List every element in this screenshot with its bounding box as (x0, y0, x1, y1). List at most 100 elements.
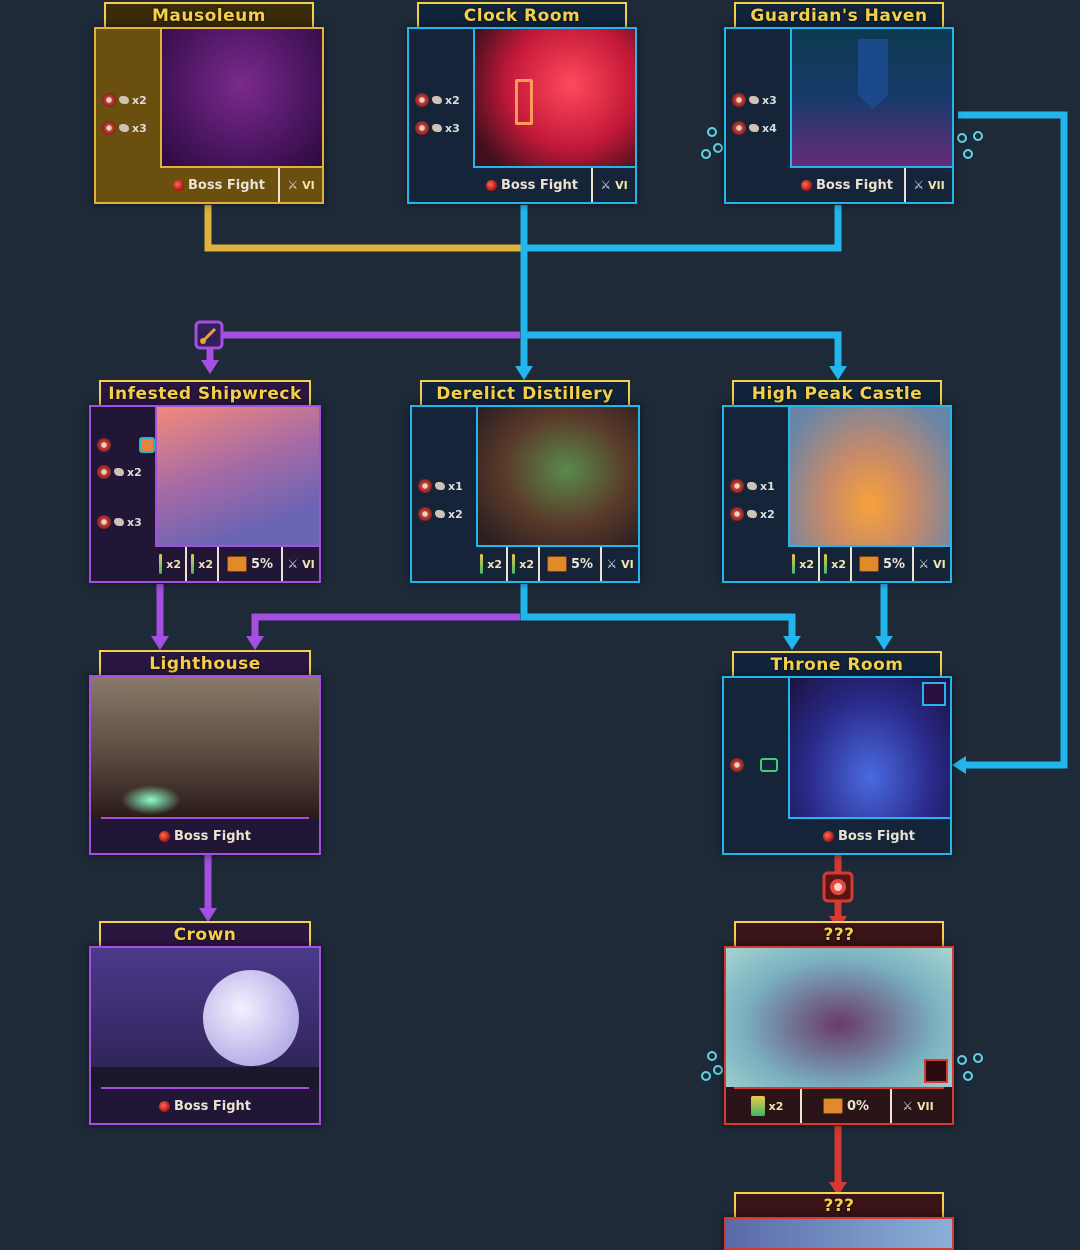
biome-art (91, 948, 319, 1089)
loot-cell: 5% (852, 547, 914, 581)
chest-icon (226, 556, 247, 572)
mod-row: x2 (415, 93, 460, 107)
biome-frame: Boss Fight (89, 675, 321, 855)
tier-cell: ⚔VI (287, 557, 315, 571)
cell-icon (119, 124, 129, 132)
path-distillery-to-throne (520, 584, 796, 638)
curse-icon (97, 515, 111, 529)
biome-footer: Boss Fight ⚔VI (160, 166, 322, 202)
biome-card-throne-room[interactable]: Throne Room Boss Fight (722, 651, 952, 855)
biome-footer: Boss Fight (101, 817, 309, 853)
modifier-column: x2 x3 (91, 407, 157, 547)
biome-card-unknown-1[interactable]: ??? x2 0% ⚔VII (724, 921, 954, 1125)
loot-cell: 5% (540, 547, 602, 581)
cell-icon (432, 124, 442, 132)
cell-icon (747, 510, 757, 518)
biome-card-unknown-2[interactable]: ??? (724, 1192, 954, 1250)
biome-card-lighthouse[interactable]: Lighthouse Boss Fight (89, 650, 321, 855)
scroll-icon (792, 554, 796, 574)
moon-icon (203, 970, 299, 1066)
path-guardians-to-throne (958, 111, 1068, 769)
biome-title: Mausoleum (104, 2, 314, 29)
path-to-highpeak (524, 331, 842, 368)
mod-row: x2 (97, 465, 142, 479)
scroll-icon (159, 554, 163, 574)
biome-footer: x2 x2 5% ⚔VI (476, 545, 638, 581)
blade-icon: ⚔ (287, 178, 299, 192)
biome-frame: x3 x4 Boss Fight ⚔VII (724, 27, 954, 204)
cell-icon (435, 510, 445, 518)
chest-icon (822, 1098, 843, 1114)
rune-icon (194, 320, 224, 350)
scroll-icon (480, 554, 484, 574)
mod-row (730, 758, 778, 772)
biome-card-crown[interactable]: Crown Boss Fight (89, 921, 321, 1125)
loot-cell: 0% (802, 1089, 892, 1123)
curse-icon (415, 93, 429, 107)
biome-title: Clock Room (417, 2, 627, 29)
curse-icon (102, 93, 116, 107)
biome-card-high-peak-castle[interactable]: High Peak Castle x1 x2 x2 x2 5% ⚔VI (722, 380, 952, 583)
biome-card-mausoleum[interactable]: Mausoleum x2 x3 Boss Fight ⚔VI (94, 2, 324, 204)
blade-icon: ⚔ (287, 557, 299, 571)
cell-icon (114, 468, 124, 476)
biome-art (790, 407, 950, 547)
biome-art (478, 407, 638, 547)
scroll-icon (824, 554, 828, 574)
biome-footer: Boss Fight ⚔VII (790, 166, 952, 202)
path-mausoleum-down (204, 205, 524, 252)
biome-footer: x2 x2 5% ⚔VI (155, 545, 319, 581)
curse-icon (102, 121, 116, 135)
biome-footer: x2 x2 5% ⚔VI (788, 545, 950, 581)
cell-icon (747, 482, 757, 490)
biome-title: Lighthouse (99, 650, 311, 677)
mod-row: x3 (97, 515, 142, 529)
curse-icon (418, 479, 432, 493)
mod-row: x2 (418, 507, 463, 521)
biome-frame: x2 x3 Boss Fight ⚔VI (407, 27, 637, 204)
modifier-column: x1 x2 (412, 407, 478, 547)
boss-fight-label: Boss Fight (101, 1089, 309, 1123)
scroll-icon (191, 554, 195, 574)
biome-card-clock-room[interactable]: Clock Room x2 x3 Boss Fight ⚔VI (407, 2, 637, 204)
curse-icon (730, 507, 744, 521)
tier-cell: ⚔VI (606, 557, 634, 571)
mod-row: x3 (102, 121, 147, 135)
scroll-icon (750, 1096, 765, 1116)
scroll-cell: x2 (788, 547, 820, 581)
curse-icon (730, 479, 744, 493)
modifier-column: x1 x2 (724, 407, 790, 547)
mod-row (97, 437, 155, 453)
path-to-shipwreck (206, 331, 520, 360)
boss-fight-label: Boss Fight (790, 168, 906, 202)
scroll-icon (512, 554, 516, 574)
biome-art (162, 29, 322, 168)
blade-icon: ⚔ (606, 557, 618, 571)
blade-icon: ⚔ (913, 178, 925, 192)
biome-title: Guardian's Haven (734, 2, 944, 29)
tier-cell: ⚔VI (600, 178, 628, 192)
tier-cell: ⚔VII (913, 178, 945, 192)
modifier-column: x2 x3 (409, 29, 475, 168)
blade-icon: ⚔ (918, 557, 930, 571)
biome-card-guardians-haven[interactable]: Guardian's Haven x3 x4 Boss Fight ⚔VII (724, 2, 954, 204)
biome-card-derelict-distillery[interactable]: Derelict Distillery x1 x2 x2 x2 5% ⚔VI (410, 380, 640, 583)
biome-frame: x1 x2 x2 x2 5% ⚔VI (410, 405, 640, 583)
scroll-cell: x2 (155, 547, 187, 581)
curse-icon (97, 465, 111, 479)
biome-title: Infested Shipwreck (99, 380, 311, 407)
biome-title: High Peak Castle (732, 380, 942, 407)
curse-icon (732, 121, 746, 135)
curse-icon (415, 121, 429, 135)
loot-cell: 5% (219, 547, 283, 581)
curse-icon (418, 507, 432, 521)
chest-icon (858, 556, 879, 572)
scroll-cell: x2 (476, 547, 508, 581)
biome-card-infested-shipwreck[interactable]: Infested Shipwreck x2 x3 x2 x2 5% ⚔VI (89, 380, 321, 583)
cell-icon (435, 482, 445, 490)
key-icon (760, 758, 778, 772)
biome-title: Throne Room (732, 651, 942, 678)
boss-icon (159, 830, 171, 842)
biome-frame: x1 x2 x2 x2 5% ⚔VI (722, 405, 952, 583)
biome-art (726, 948, 952, 1087)
